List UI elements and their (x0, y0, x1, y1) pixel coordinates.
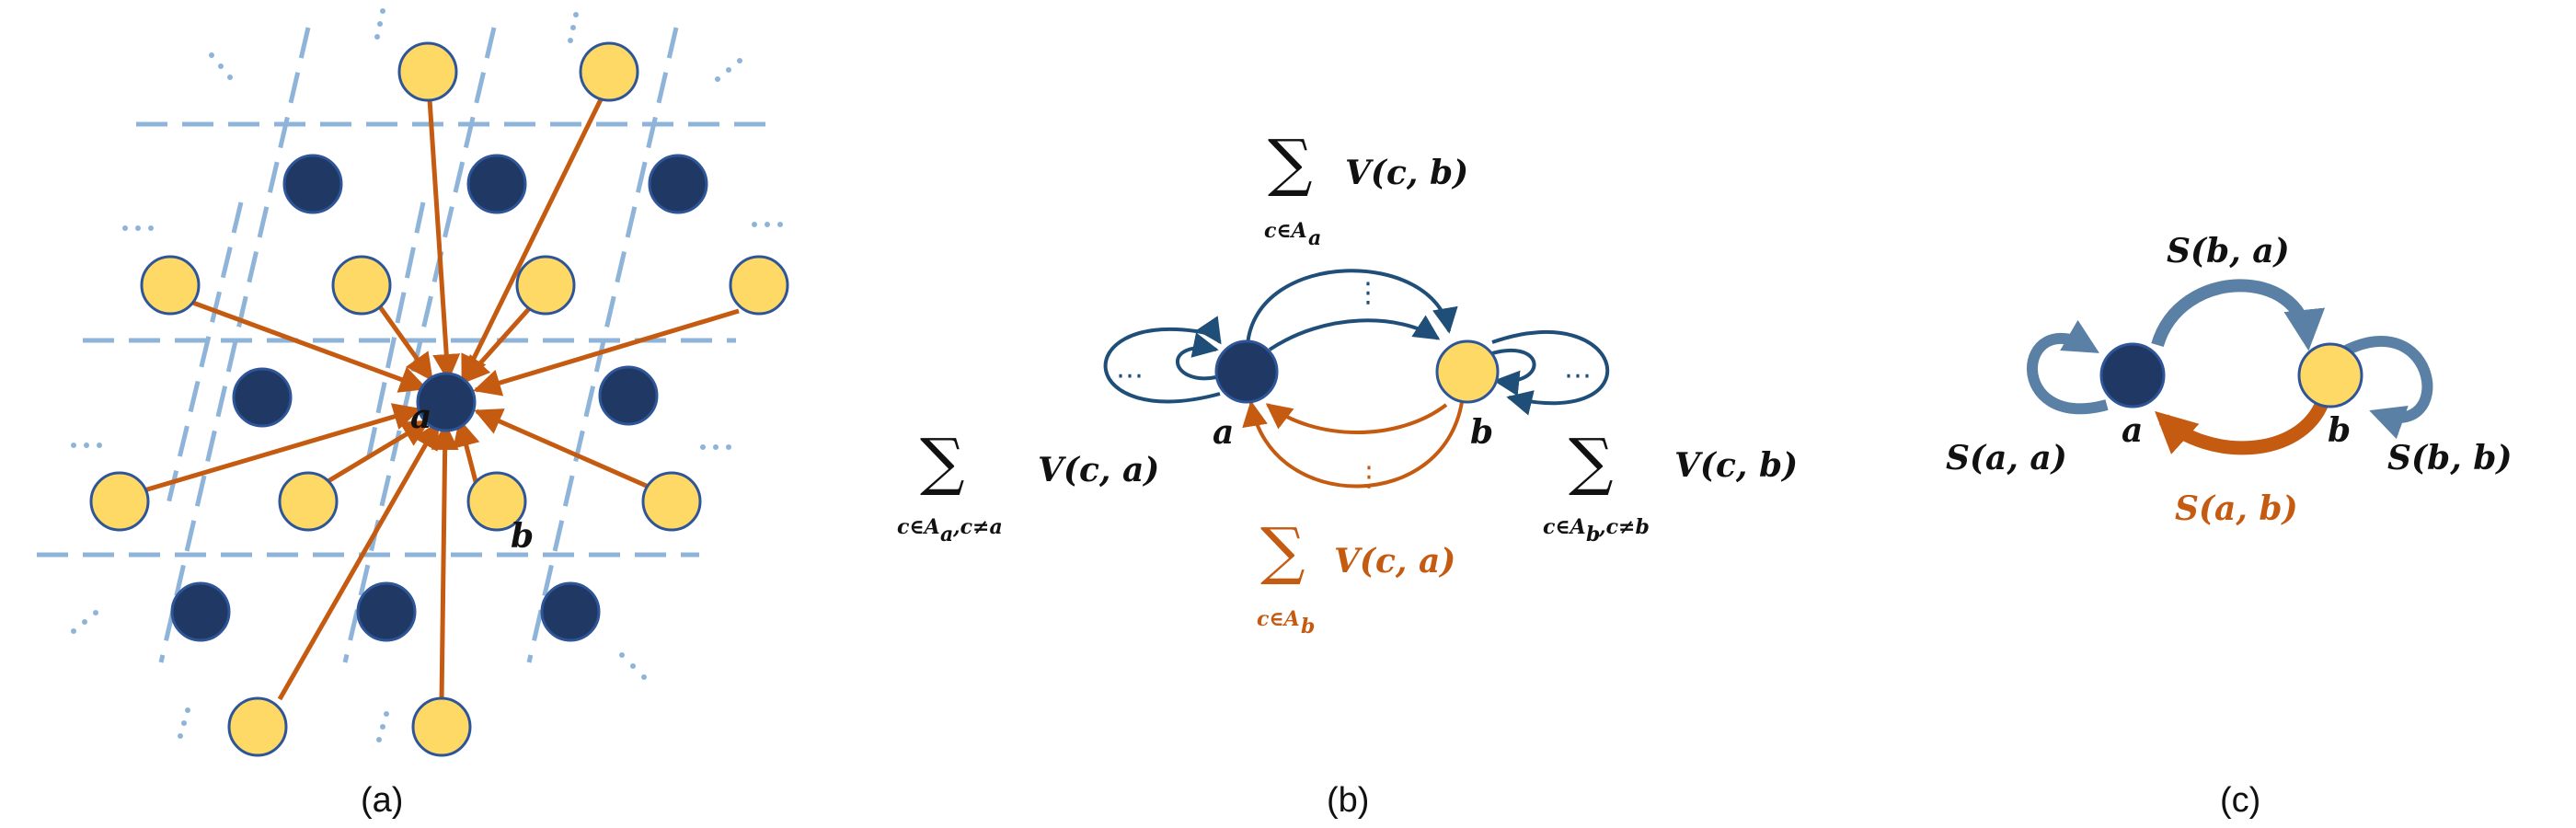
label-s-bb: S(b, b) (2387, 439, 2512, 477)
arrow-s-ab (2155, 397, 2329, 455)
lattice-continuation-dots (71, 8, 783, 742)
top-sum-label: ∑ V(c, b) c∈A a (1264, 127, 1468, 250)
inner-top-arrow (1268, 315, 1441, 351)
right-sum-label: ∑ V(c, b) c∈A b ,c≠b (1543, 426, 1798, 546)
left-inner-loop (1176, 332, 1219, 381)
orange-influence-arrows (137, 90, 740, 702)
node-b-label: b (2328, 411, 2351, 450)
bottom-vdots: ⋮ (1355, 461, 1383, 493)
panel-a-label-a: a (410, 397, 431, 436)
svg-text:V(c, b): V(c, b) (1674, 446, 1798, 485)
svg-text:b: b (1301, 615, 1315, 638)
panel-a-caption: (a) (361, 781, 403, 820)
node-a-label: a (1213, 413, 1234, 452)
svg-text:c∈A: c∈A (1543, 515, 1586, 539)
node-a (2099, 342, 2166, 408)
lattice-grid-lines (37, 27, 780, 663)
svg-text:a: a (940, 523, 953, 546)
svg-text:∑: ∑ (920, 426, 965, 499)
right-self-loop (1491, 330, 1610, 416)
left-ellipsis: ⋯ (1116, 360, 1144, 392)
node-a-label: a (2122, 411, 2143, 450)
svg-text:∑: ∑ (1268, 127, 1313, 200)
right-inner-loop (1491, 348, 1536, 397)
panel-c-caption: (c) (2220, 781, 2260, 820)
svg-text:,c≠a: ,c≠a (952, 515, 1003, 539)
label-s-ab: S(a, b) (2175, 489, 2298, 528)
svg-text:b: b (1586, 523, 1600, 546)
svg-text:V(c, a): V(c, a) (1038, 451, 1159, 489)
svg-text:c∈A: c∈A (1264, 219, 1307, 243)
label-s-ba: S(b, a) (2167, 232, 2290, 270)
svg-text:V(c, b): V(c, b) (1345, 154, 1468, 192)
center-node-a (416, 372, 477, 432)
svg-text:c∈A: c∈A (1257, 607, 1300, 631)
left-sum-label: ∑ V(c, a) c∈A a ,c≠a (897, 426, 1159, 546)
svg-text:c∈A: c∈A (897, 515, 940, 539)
outer-bottom-arrow (1242, 395, 1465, 489)
node-b (1435, 339, 1500, 404)
svg-text:∑: ∑ (1260, 515, 1305, 588)
panel-c-strength-diagram: a b S(b, a) S(a, a) S(b, b) S(a, b) (c) (1946, 232, 2512, 820)
top-vdots: ⋮ (1354, 277, 1382, 309)
panel-b-caption: (b) (1327, 781, 1369, 820)
bottom-sum-label: ∑ V(c, a) c∈A b (1257, 515, 1455, 638)
panel-b-sum-diagram: ⋮ ⋮ ⋯ ⋯ a b ∑ V(c, b) c∈A a ∑ V(c, a) c∈… (897, 127, 1798, 820)
loop-s-aa (2027, 319, 2109, 415)
node-a (1214, 339, 1279, 404)
outer-top-arrow (1246, 269, 1458, 346)
svg-text:a: a (1308, 226, 1321, 250)
panel-a-label-b: b (511, 517, 534, 556)
node-b-label: b (1470, 413, 1493, 452)
loop-s-bb (2341, 335, 2433, 440)
yellow-nodes (89, 41, 789, 757)
right-ellipsis: ⋯ (1564, 360, 1592, 392)
svg-text:∑: ∑ (1569, 426, 1614, 499)
arrow-s-ba (2151, 279, 2326, 351)
label-s-aa: S(a, a) (1946, 439, 2067, 477)
node-b (2297, 342, 2363, 408)
svg-text:,c≠b: ,c≠b (1598, 515, 1650, 539)
svg-text:V(c, a): V(c, a) (1334, 542, 1455, 581)
inner-bottom-arrow (1265, 403, 1448, 434)
panel-a-lattice: a b (a) (37, 8, 789, 820)
navy-nodes (170, 154, 708, 642)
